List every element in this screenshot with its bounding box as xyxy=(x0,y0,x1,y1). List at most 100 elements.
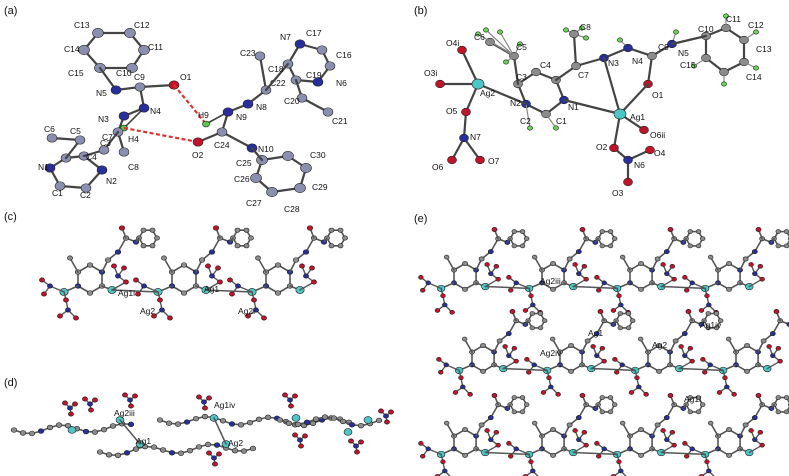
atom-label: Ag2 xyxy=(480,88,495,98)
bond xyxy=(572,32,578,68)
chain-atom xyxy=(687,409,693,415)
atom xyxy=(678,344,684,349)
atom-label: N9 xyxy=(236,112,247,122)
atom xyxy=(299,263,305,269)
atom xyxy=(491,393,498,399)
atom-label: H9 xyxy=(198,110,209,120)
atom xyxy=(609,143,619,153)
atom xyxy=(770,353,776,359)
chain-atom xyxy=(537,311,544,316)
ring-atom xyxy=(316,45,328,55)
atom xyxy=(706,302,712,308)
atom xyxy=(639,125,649,135)
atom xyxy=(212,461,218,467)
atom-label: N1 xyxy=(568,102,579,112)
chain-atom xyxy=(156,417,164,423)
atom xyxy=(599,345,606,351)
chain-atom xyxy=(186,447,194,454)
atom xyxy=(215,265,221,271)
atom-label: C23 xyxy=(240,48,256,58)
atom xyxy=(457,45,467,55)
atom-label: Ag2iv xyxy=(540,348,562,358)
chain-atom xyxy=(204,441,212,448)
bond xyxy=(213,417,227,445)
bond xyxy=(700,319,705,326)
hydrogen-atom xyxy=(517,41,523,47)
atom-label: C5 xyxy=(70,126,81,136)
atom xyxy=(443,254,450,260)
chain-atom xyxy=(91,429,99,435)
atom xyxy=(62,400,68,406)
bond xyxy=(460,48,480,86)
ring-atom xyxy=(124,28,136,38)
atom xyxy=(167,315,173,321)
chain-atom xyxy=(201,413,209,420)
atom xyxy=(597,309,604,315)
hydrogen-atom xyxy=(617,37,623,43)
atom xyxy=(766,344,772,349)
atom xyxy=(475,155,485,165)
bond xyxy=(678,367,724,372)
atom xyxy=(442,302,448,308)
atom xyxy=(135,291,141,297)
atom xyxy=(590,344,596,349)
atom-label: O2 xyxy=(596,142,608,152)
chain-atom xyxy=(123,450,131,456)
atom-label: N5 xyxy=(678,48,689,58)
ring-atom xyxy=(80,183,92,193)
atom xyxy=(292,393,298,399)
chain-atom xyxy=(82,428,90,435)
bond xyxy=(135,237,140,243)
atom-label: C3 xyxy=(516,72,527,82)
chain-atom xyxy=(228,421,236,427)
atom xyxy=(39,277,45,283)
atom-label: C15 xyxy=(680,60,696,70)
chain-atom xyxy=(726,452,732,458)
chain-atom xyxy=(375,417,383,424)
atom-label: N5 xyxy=(96,88,107,98)
atom xyxy=(757,429,764,435)
atom xyxy=(435,79,445,89)
atom xyxy=(254,51,266,61)
panel-label: (e) xyxy=(414,213,427,225)
atom xyxy=(255,255,261,261)
atom-label: C13 xyxy=(756,44,772,54)
atom xyxy=(576,271,582,277)
atom xyxy=(689,280,695,286)
chain-atom xyxy=(687,395,693,400)
bond xyxy=(670,34,708,46)
atom-label: N2 xyxy=(510,98,521,108)
atom xyxy=(104,257,112,263)
atom xyxy=(434,308,441,313)
bond xyxy=(484,451,530,456)
chain-atom xyxy=(695,395,702,400)
atom xyxy=(57,313,63,319)
atom xyxy=(555,391,561,397)
chain-atom xyxy=(687,229,693,234)
atom xyxy=(133,277,139,283)
chain-atom xyxy=(276,417,284,423)
atom xyxy=(700,357,706,362)
chain-atom xyxy=(328,227,335,233)
silver-atom xyxy=(343,428,353,436)
atom xyxy=(208,249,216,255)
chain-atom xyxy=(243,243,250,249)
atom xyxy=(443,420,450,426)
atom-label: Ag1i xyxy=(118,288,135,298)
atom xyxy=(672,338,679,344)
atom xyxy=(134,82,146,92)
atom-label: C12 xyxy=(134,20,150,30)
atom-label: O3i xyxy=(424,68,437,78)
atom xyxy=(358,439,364,445)
atom xyxy=(528,293,534,299)
chain-atom xyxy=(726,261,732,267)
atom xyxy=(596,287,602,293)
bond xyxy=(590,367,636,372)
atom xyxy=(601,280,607,286)
hydrogen-atom xyxy=(553,125,559,131)
atom-label: N6 xyxy=(336,78,347,88)
bond xyxy=(506,403,511,410)
atom-label: Ag2 xyxy=(140,306,155,316)
atom xyxy=(505,331,512,337)
